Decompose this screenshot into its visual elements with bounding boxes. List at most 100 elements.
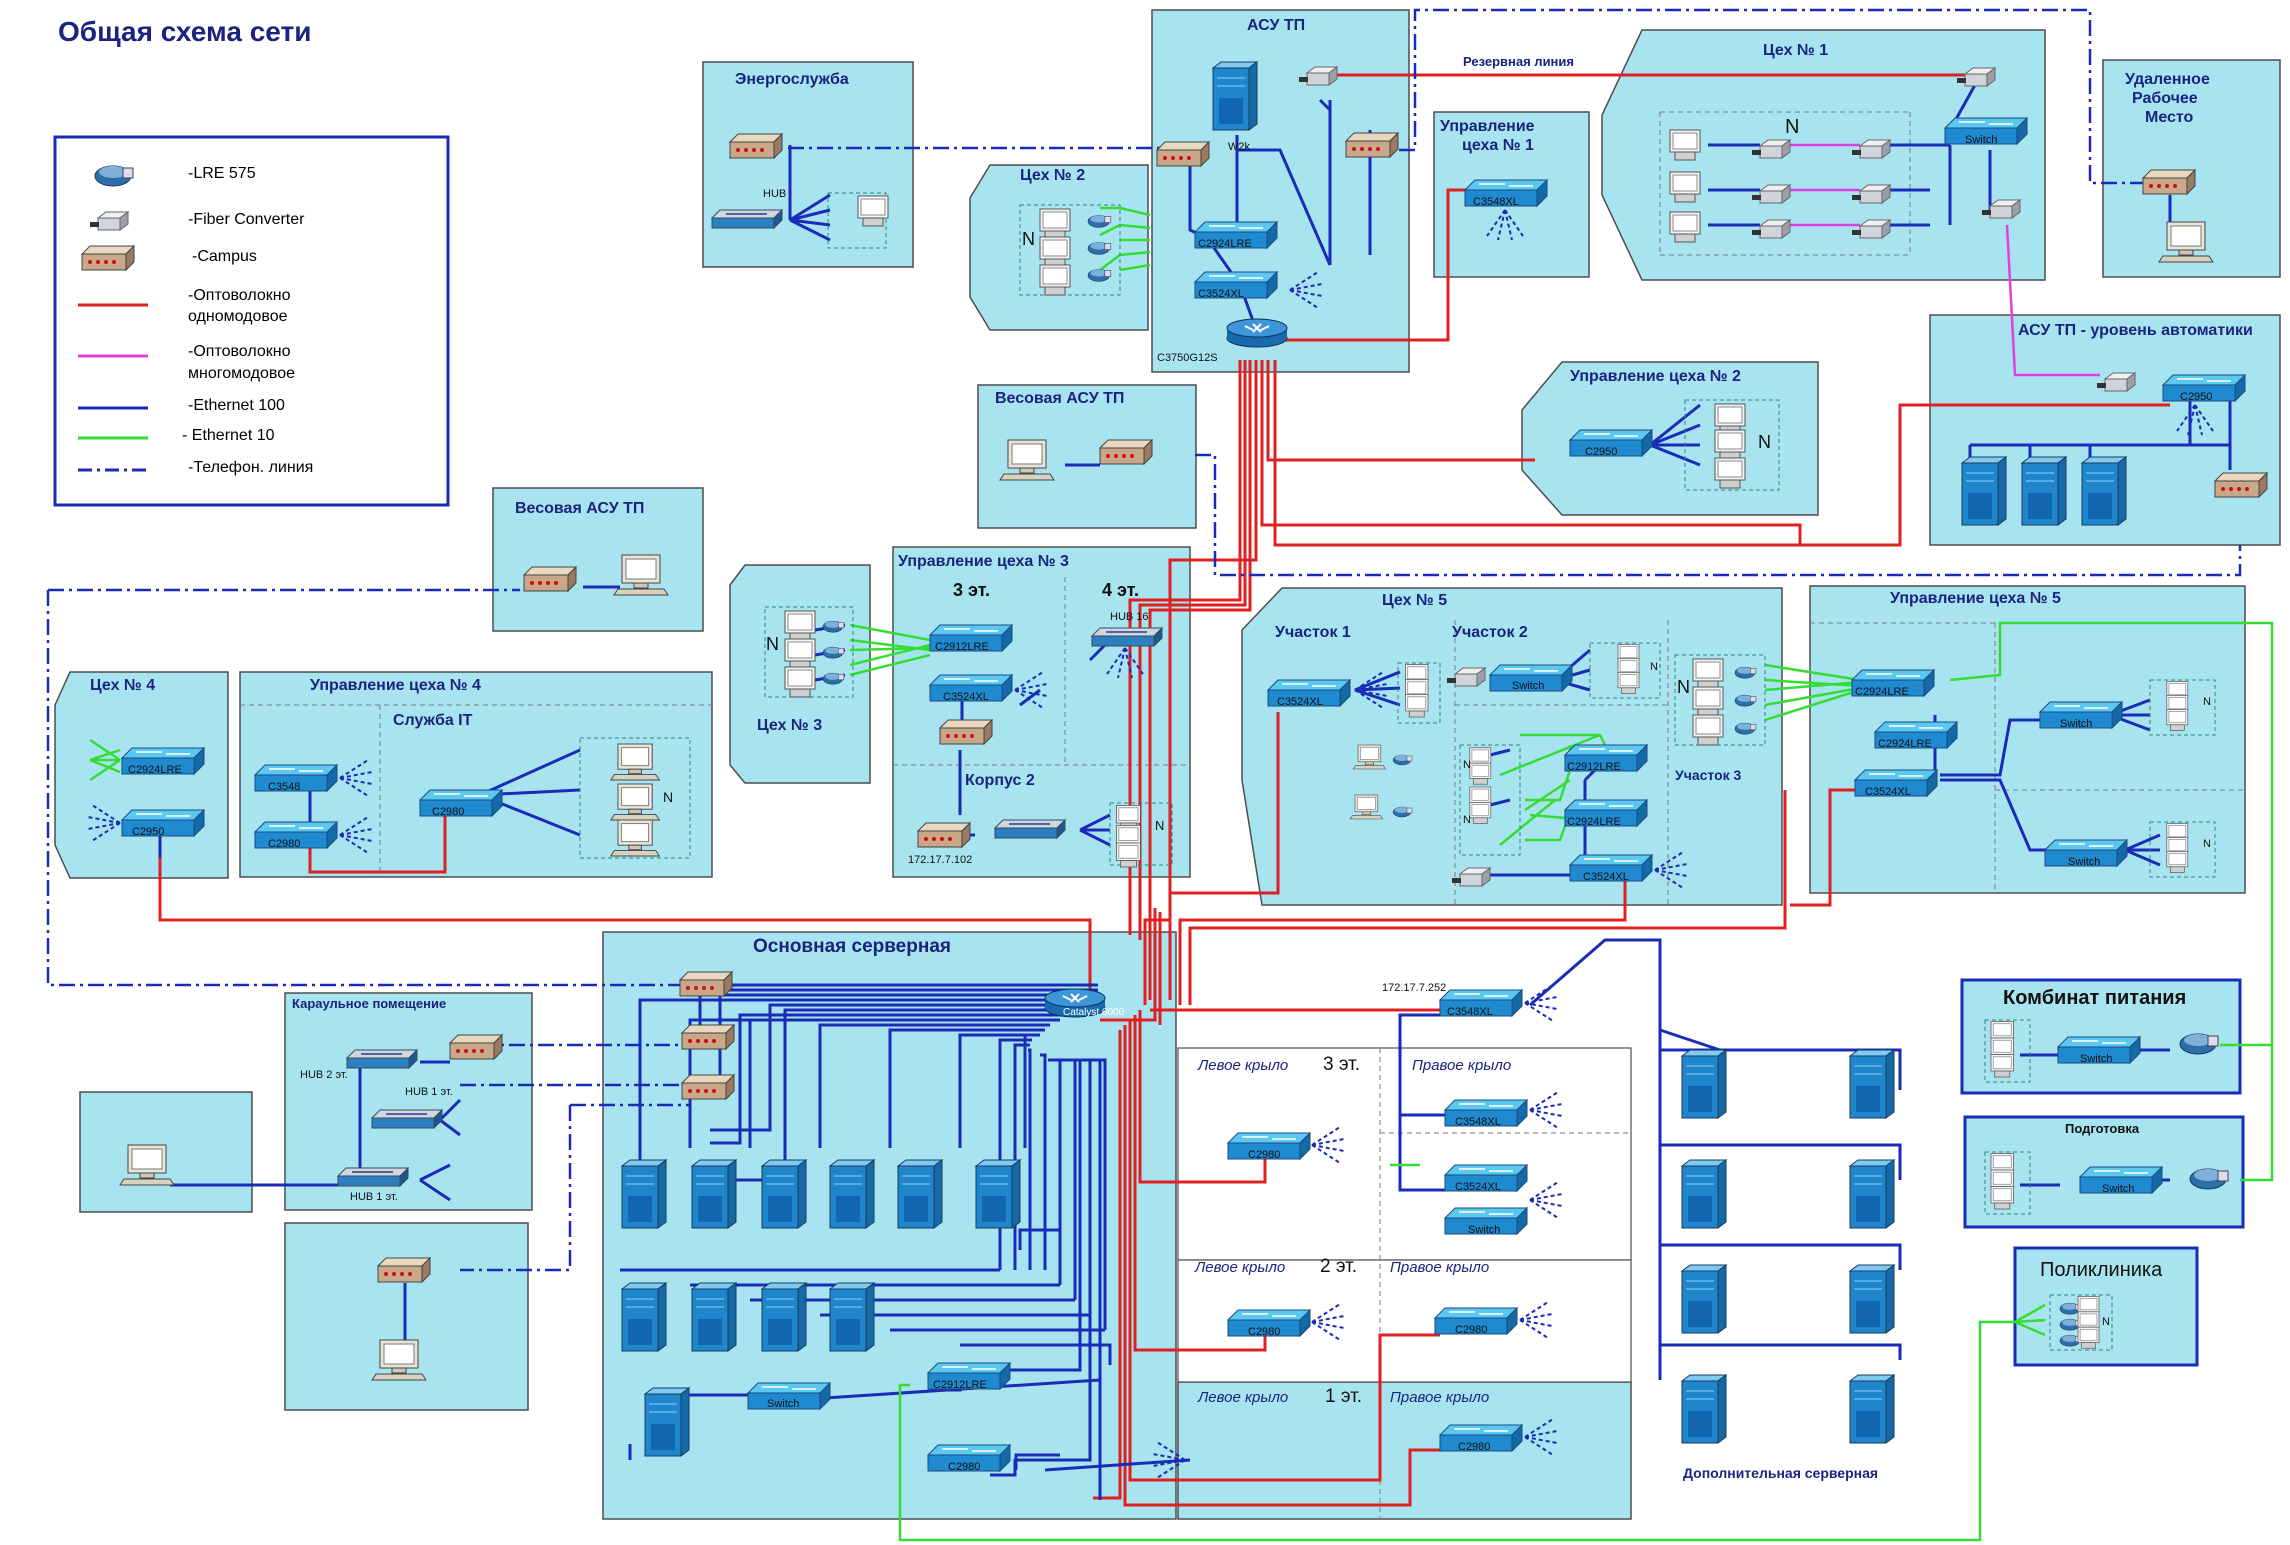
hub-upr3-16[interactable] <box>1091 627 1163 647</box>
hub-karaul-2[interactable] <box>346 1049 418 1069</box>
campus-asu-2[interactable] <box>1345 132 1399 158</box>
server-dop-4[interactable] <box>1849 1159 1895 1229</box>
label-f3-right-switch: Switch <box>1468 1224 1500 1236</box>
server-auto-3[interactable] <box>2081 456 2127 526</box>
zone-title-poliklinika: Поликлиника <box>2040 1259 2163 1281</box>
campus-vesovaya-top[interactable] <box>1099 439 1153 465</box>
zone-title-upr3: Управление цеха № 3 <box>898 553 1069 570</box>
server-auto-1[interactable] <box>1961 456 2007 526</box>
zone-title-remote-3: Место <box>2145 109 2194 126</box>
floor2-left-label: Левое крыло <box>1194 1259 1285 1276</box>
zone-ceh1 <box>1601 29 2046 281</box>
pc-group-uch3 <box>1674 654 1766 746</box>
floor1-number: 1 эт. <box>1325 1386 1362 1407</box>
fan-main-c3548xl <box>1524 984 1558 1022</box>
server-dop-1[interactable] <box>1681 1049 1727 1119</box>
hub-energo[interactable] <box>711 209 783 229</box>
campus-korpus2[interactable] <box>917 822 971 848</box>
campus-srv-2[interactable] <box>681 1024 735 1050</box>
pc-group-kombinat <box>1984 1019 2031 1083</box>
pc-group-upr2 <box>1684 399 1780 491</box>
hub-karaul-1b[interactable] <box>337 1167 409 1187</box>
server-main-5[interactable] <box>897 1159 943 1229</box>
pc-group-ceh1 <box>1669 129 1701 243</box>
pc-vesovaya-left[interactable] <box>613 554 669 596</box>
campus-remote[interactable] <box>2142 169 2196 195</box>
campus-vesovaya-left[interactable] <box>523 566 577 592</box>
label-asu-c3524xl: C3524XL <box>1198 288 1244 300</box>
label-upr5-switch-b: Switch <box>2068 856 2100 868</box>
label-kombinat-switch: Switch <box>2080 1053 2112 1065</box>
server-dop-3[interactable] <box>1681 1159 1727 1229</box>
hub-korpus2[interactable] <box>994 819 1066 839</box>
label-hub-energo: HUB <box>763 188 786 200</box>
label-f1-right-c2980: C2980 <box>1458 1441 1490 1453</box>
pc-vesovaya-top[interactable] <box>999 439 1055 481</box>
campus-upr3[interactable] <box>939 719 993 745</box>
campus-asu-1[interactable] <box>1156 141 1210 167</box>
zone-title-ceh3: Цех № 3 <box>757 717 822 734</box>
label-ceh4-c2950: C2950 <box>132 826 164 838</box>
server-main-11[interactable] <box>644 1387 690 1457</box>
label-n-upr4: N <box>663 789 673 805</box>
server-main-1[interactable] <box>621 1159 667 1229</box>
campus-srv-1[interactable] <box>679 971 733 997</box>
server-w2k[interactable] <box>1212 61 1258 131</box>
server-dop-2[interactable] <box>1849 1049 1895 1119</box>
pc-bottom[interactable] <box>371 1339 427 1381</box>
pc-group-uch2-mid <box>1459 744 1521 856</box>
zone-title-ceh5: Цех № 5 <box>1382 592 1447 609</box>
zone-title-uch1: Участок 1 <box>1275 624 1351 641</box>
legend-label-lre: -LRE 575 <box>188 165 256 182</box>
legend-label-fiber: -Fiber Converter <box>188 211 305 228</box>
label-upr3-c2912lre: C2912LRE <box>935 641 989 653</box>
campus-karaul[interactable] <box>449 1034 503 1060</box>
hub-karaul-1a[interactable] <box>371 1109 443 1129</box>
server-dop-5[interactable] <box>1681 1264 1727 1334</box>
server-main-8[interactable] <box>691 1282 737 1352</box>
server-main-3[interactable] <box>761 1159 807 1229</box>
zone-title-reserve-line: Резервная линия <box>1463 54 1574 69</box>
label-upr5-switch-a: Switch <box>2060 718 2092 730</box>
label-hub1b: HUB 1 эт. <box>350 1191 398 1203</box>
campus-energo[interactable] <box>729 133 783 159</box>
legend-label-eth100: -Ethernet 100 <box>188 397 285 414</box>
label-n-poliklinika: N <box>2102 1316 2110 1328</box>
pc-uch2-2[interactable] <box>1349 794 1383 820</box>
label-n-upr5-bottom: N <box>2203 838 2211 850</box>
zone-title-upr3-3et: 3 эт. <box>953 580 990 600</box>
label-f3-left-c2980: C2980 <box>1248 1149 1280 1161</box>
pc-left[interactable] <box>119 1144 175 1186</box>
floor2-number: 2 эт. <box>1320 1256 1357 1277</box>
zone-asu-tp <box>1151 9 1410 373</box>
server-auto-2[interactable] <box>2021 456 2067 526</box>
router-c3750[interactable] <box>1226 318 1288 348</box>
label-auto-c2950: C2950 <box>2180 391 2212 403</box>
zone-title-ceh4: Цех № 4 <box>90 677 155 694</box>
server-main-4[interactable] <box>829 1159 875 1229</box>
server-dop-6[interactable] <box>1849 1264 1895 1334</box>
floor2-right-label: Правое крыло <box>1390 1259 1489 1276</box>
pc-group-podgotovka <box>1984 1151 2031 1215</box>
zone-title-remote-2: Рабочее <box>2132 90 2198 107</box>
campus-bottom[interactable] <box>377 1257 431 1283</box>
server-dop-7[interactable] <box>1681 1374 1727 1444</box>
server-main-7[interactable] <box>621 1282 667 1352</box>
server-dop-8[interactable] <box>1849 1374 1895 1444</box>
pc-remote[interactable] <box>2158 221 2214 263</box>
server-main-2[interactable] <box>691 1159 737 1229</box>
server-main-6[interactable] <box>975 1159 1021 1229</box>
label-n-ceh1: N <box>1785 116 1799 138</box>
zone-title-karaul: Караульное помещение <box>292 996 446 1011</box>
legend-label-singlemode: -Оптоволокно <box>188 287 291 304</box>
label-upr3-c3524xl: C3524XL <box>943 691 989 703</box>
server-main-9[interactable] <box>761 1282 807 1352</box>
label-n-uch2-mid1: N <box>1463 759 1471 771</box>
server-main-10[interactable] <box>829 1282 875 1352</box>
campus-srv-3[interactable] <box>681 1074 735 1100</box>
label-f2-right-c2980: C2980 <box>1455 1324 1487 1336</box>
label-srv-c2980: C2980 <box>948 1461 980 1473</box>
pc-uch2-1[interactable] <box>1352 744 1386 770</box>
campus-auto[interactable] <box>2214 472 2268 498</box>
zone-title-ceh1: Цех № 1 <box>1763 42 1828 59</box>
